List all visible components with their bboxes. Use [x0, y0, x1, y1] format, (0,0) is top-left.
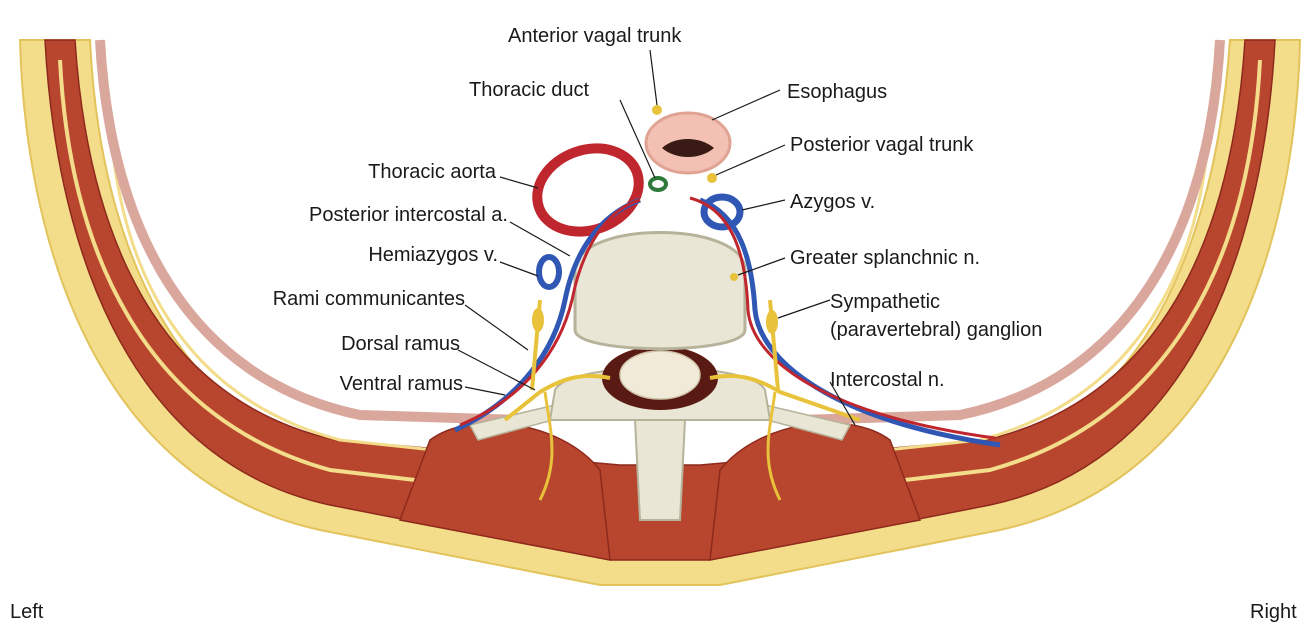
label-anterior-vagal-trunk: Anterior vagal trunk	[508, 24, 681, 48]
label-rami-communicantes: Rami communicantes	[220, 287, 465, 311]
spinal-cord	[620, 351, 700, 399]
thoracic-aorta-vessel	[525, 135, 650, 246]
label-right: Right	[1250, 600, 1297, 624]
label-dorsal-ramus: Dorsal ramus	[300, 332, 460, 356]
label-left: Left	[10, 600, 43, 624]
leader-dorsal-ramus	[458, 350, 535, 390]
label-intercostal-n: Intercostal n.	[830, 368, 945, 392]
label-ventral-ramus: Ventral ramus	[300, 372, 463, 396]
label-posterior-intercostal-a: Posterior intercostal a.	[250, 203, 508, 227]
hemiazygos-vein-vessel	[539, 257, 559, 287]
thoracic-duct-vessel	[650, 178, 666, 190]
vertebral-body	[575, 233, 745, 349]
label-sympathetic-line1: Sympathetic	[830, 290, 940, 314]
posterior-vagal-trunk-node	[707, 173, 717, 183]
leader-rami-communicantes	[465, 305, 528, 350]
sympathetic-ganglion-left	[532, 308, 544, 332]
label-thoracic-duct: Thoracic duct	[469, 78, 589, 102]
label-sympathetic-line2: (paravertebral) ganglion	[830, 318, 1042, 342]
leader-azygos-v	[742, 200, 785, 210]
label-azygos-v: Azygos v.	[790, 190, 875, 214]
label-hemiazygos-v: Hemiazygos v.	[330, 243, 498, 267]
leader-esophagus	[712, 90, 780, 120]
anterior-vagal-trunk-node	[652, 105, 662, 115]
label-greater-splanchnic-n: Greater splanchnic n.	[790, 246, 980, 270]
leader-thoracic-aorta	[500, 177, 538, 188]
label-esophagus: Esophagus	[787, 80, 887, 104]
sympathetic-ganglion-right	[766, 310, 778, 334]
leader-hemiazygos-v	[500, 262, 538, 276]
label-posterior-vagal-trunk: Posterior vagal trunk	[790, 133, 973, 157]
leader-ventral-ramus	[465, 387, 505, 395]
greater-splanchnic-node	[730, 273, 738, 281]
label-thoracic-aorta: Thoracic aorta	[338, 160, 496, 184]
spinous-process	[635, 420, 685, 520]
leader-anterior-vagal-trunk	[650, 50, 657, 105]
leader-sympathetic-ganglion	[778, 300, 830, 318]
